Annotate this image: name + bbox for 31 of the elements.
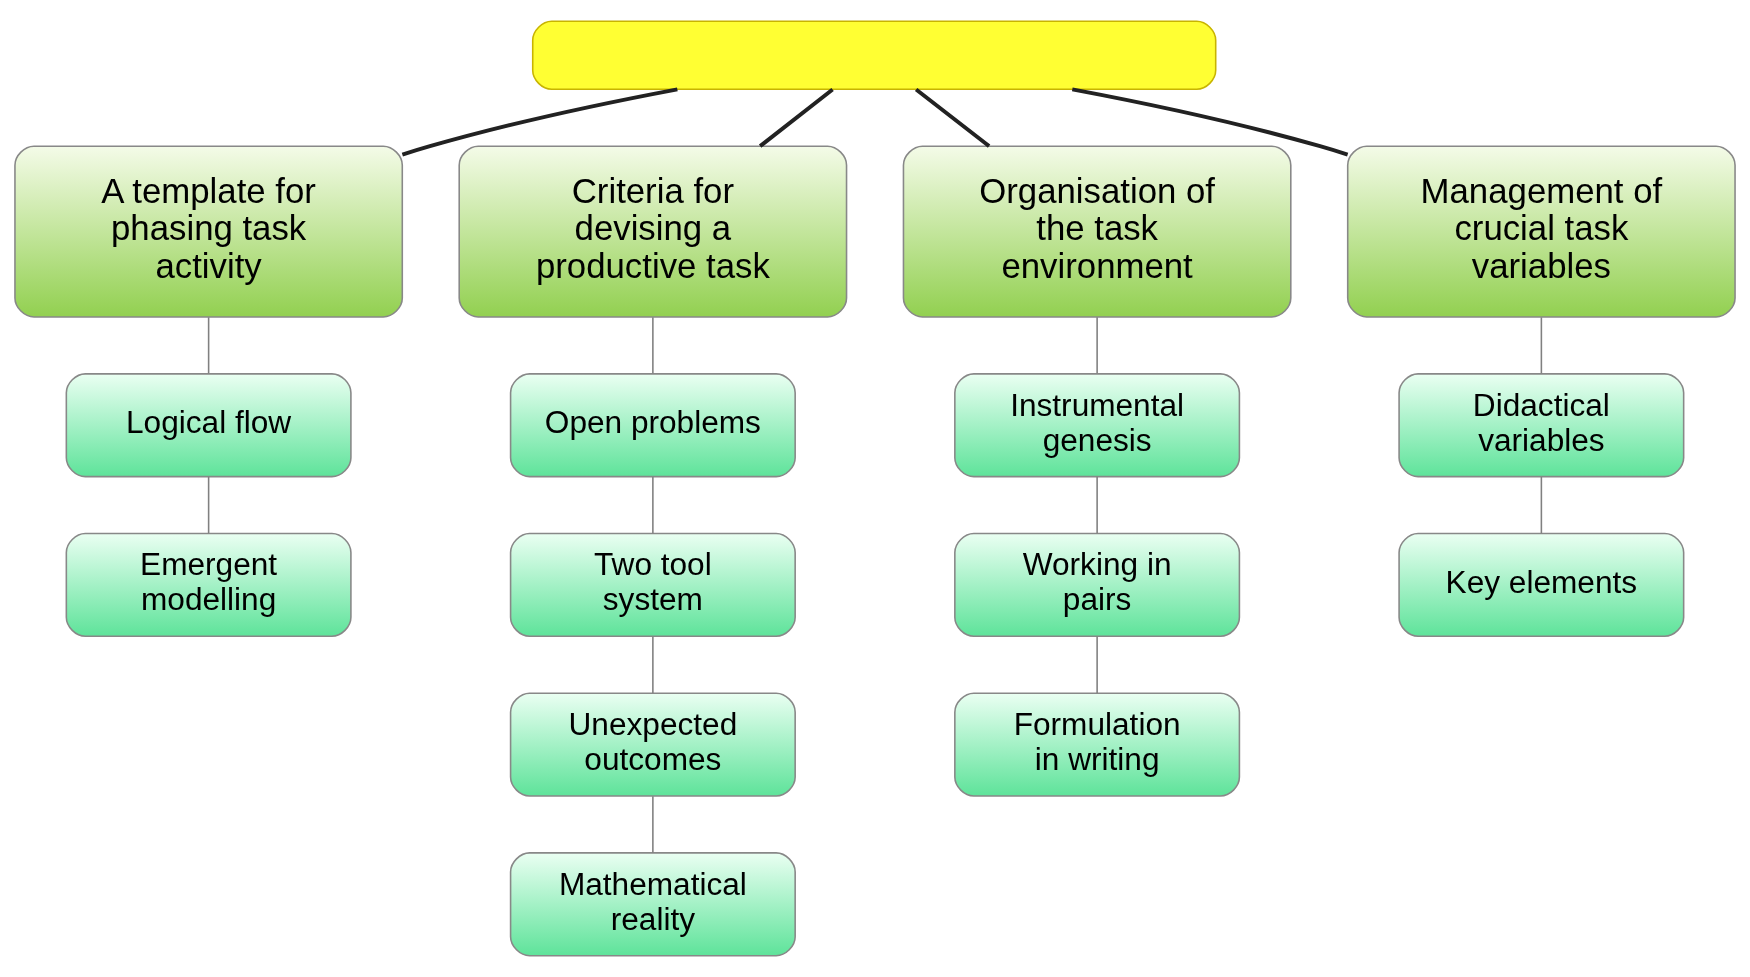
node-box: Didactical variables [1398, 373, 1685, 478]
connector [1096, 635, 1098, 694]
connector [207, 476, 210, 535]
connector [652, 476, 654, 535]
node-box [531, 20, 1217, 91]
node-box: Two tool system [509, 532, 796, 638]
node-box: Organisation of the task environment [902, 145, 1292, 318]
connector [758, 87, 834, 148]
connector [1096, 476, 1098, 535]
connector [1096, 316, 1098, 375]
node-box: Mathematical reality [509, 852, 796, 957]
connector [652, 316, 654, 375]
connector [914, 87, 991, 148]
node-box: Key elements [1398, 532, 1685, 638]
connector [1071, 87, 1349, 157]
connector [1540, 476, 1543, 535]
node-box: A template for phasing task activity [14, 145, 404, 318]
node-box: Formulation in writing [954, 692, 1241, 797]
connector [1540, 316, 1543, 375]
connector [207, 316, 210, 375]
connector [401, 87, 678, 157]
node-box: Emergent modelling [65, 532, 352, 638]
node-box: Unexpected outcomes [509, 692, 796, 797]
node-box: Working in pairs [954, 532, 1241, 638]
node-box: Management of crucial task variables [1346, 145, 1736, 318]
node-box: Instrumental genesis [954, 373, 1241, 478]
connector [652, 795, 654, 854]
node-box: Open problems [509, 373, 796, 478]
node-box: Criteria for devising a productive task [458, 145, 848, 318]
node-box: Logical flow [65, 373, 352, 478]
connector [652, 635, 654, 694]
